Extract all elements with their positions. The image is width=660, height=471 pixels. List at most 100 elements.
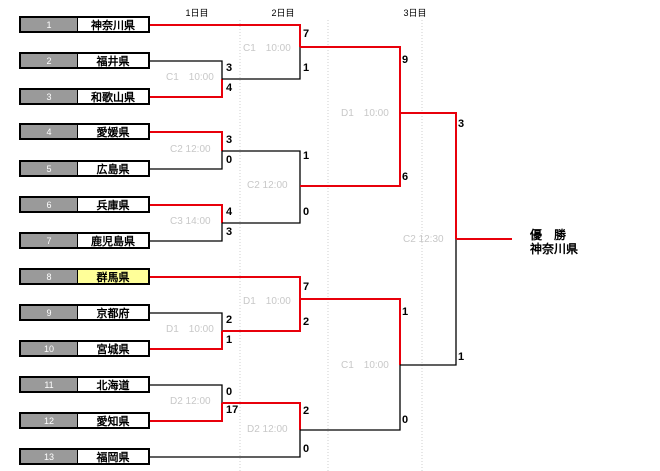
line-team6 [150, 204, 223, 223]
score-r1a-top: 3 [226, 62, 233, 74]
line-team4 [150, 131, 223, 151]
line-qf4-winner [300, 365, 401, 431]
line-r1a-winner [222, 47, 301, 80]
day2-header: 2日目 [271, 8, 295, 18]
line-team13 [150, 430, 301, 458]
line-team10 [150, 331, 223, 350]
score-sf2-bottom: 0 [402, 414, 409, 426]
score-r1d-top: 2 [226, 314, 233, 326]
team-box-9: 9 京都府 [19, 304, 150, 321]
match-slot-sf2: C1 10:00 [341, 360, 389, 371]
team-seed: 4 [21, 125, 78, 138]
line-team9 [150, 312, 223, 331]
match-slot-qf1: C1 10:00 [243, 43, 291, 54]
line-team12 [150, 403, 223, 422]
team-box-13: 13 福岡県 [19, 448, 150, 465]
line-team7 [150, 223, 223, 242]
team-name: 鹿児島県 [91, 235, 135, 248]
team-name: 愛知県 [96, 415, 130, 428]
team-box-11: 11 北海道 [19, 376, 150, 393]
team-seed: 11 [21, 378, 78, 391]
team-box-3: 3 和歌山県 [19, 88, 150, 105]
team-name: 北海道 [96, 379, 130, 392]
team-box-10: 10 宮城県 [19, 340, 150, 357]
score-r1e-top: 0 [226, 386, 233, 398]
score-qf3-bottom: 2 [303, 316, 310, 328]
champion-name: 神奈川県 [530, 242, 579, 256]
team-seed: 7 [21, 234, 78, 247]
score-qf1-bottom: 1 [303, 62, 310, 74]
team-name: 京都府 [96, 307, 130, 320]
score-final-bottom: 1 [458, 351, 465, 363]
team-seed: 9 [21, 306, 78, 319]
match-slot-r1b: C2 12:00 [170, 144, 211, 155]
score-final-top: 3 [458, 118, 465, 130]
team-box-7: 7 鹿児島県 [19, 232, 150, 249]
match-slot-r1e: D2 12:00 [170, 396, 211, 407]
match-slot-qf2: C2 12:00 [247, 180, 288, 191]
score-r1b-top: 3 [226, 134, 233, 146]
score-qf4-bottom: 0 [303, 443, 310, 455]
line-r1c-winner [222, 186, 301, 224]
team-seed: 1 [21, 18, 78, 31]
match-slot-final: C2 12:30 [403, 234, 444, 245]
line-team2 [150, 60, 223, 79]
score-sf1-bottom: 6 [402, 171, 409, 183]
team-name: 福岡県 [96, 451, 130, 464]
match-slot-r1c: C3 14:00 [170, 216, 211, 227]
champion-title: 優 勝 [530, 228, 567, 242]
line-qf3-winner [300, 298, 401, 365]
team-name: 福井県 [96, 55, 130, 68]
line-qf2-winner [300, 113, 401, 187]
score-r1a-bottom: 4 [226, 82, 233, 94]
match-slot-sf1: D1 10:00 [341, 108, 389, 119]
score-r1c-bottom: 3 [226, 226, 233, 238]
team-name: 愛媛県 [96, 126, 130, 139]
score-r1b-bottom: 0 [226, 154, 233, 166]
team-seed: 5 [21, 162, 78, 175]
score-sf2-top: 1 [402, 306, 409, 318]
line-sf2-winner [400, 239, 457, 366]
line-sf1-winner [400, 112, 457, 239]
line-team11 [150, 384, 223, 403]
team-name: 群馬県 [78, 270, 148, 284]
team-seed: 13 [21, 450, 78, 463]
team-box-5: 5 広島県 [19, 160, 150, 177]
team-box-12: 12 愛知県 [19, 412, 150, 429]
match-slot-r1a: C1 10:00 [166, 72, 214, 83]
team-name: 広島県 [96, 163, 130, 176]
team-box-4: 4 愛媛県 [19, 123, 150, 140]
team-seed: 3 [21, 90, 78, 103]
team-seed: 10 [21, 342, 78, 355]
team-name: 宮城県 [96, 343, 130, 356]
match-slot-qf4: D2 12:00 [247, 424, 288, 435]
line-team3 [150, 79, 223, 98]
score-r1c-top: 4 [226, 206, 233, 218]
team-seed: 8 [21, 270, 78, 283]
line-r1b-winner [222, 150, 301, 186]
score-qf2-top: 1 [303, 150, 310, 162]
line-qf1-winner [300, 46, 401, 113]
team-name: 和歌山県 [91, 91, 135, 104]
match-slot-r1d: D1 10:00 [166, 324, 214, 335]
score-qf2-bottom: 0 [303, 206, 310, 218]
line-team1 [150, 24, 301, 47]
match-slot-qf3: D1 10:00 [243, 296, 291, 307]
score-qf3-top: 7 [303, 281, 310, 293]
score-sf1-top: 9 [402, 54, 409, 66]
score-r1e-bottom: 17 [226, 404, 239, 416]
score-qf1-top: 7 [303, 28, 310, 40]
line-team5 [150, 151, 223, 170]
team-seed: 12 [21, 414, 78, 427]
line-r1e-winner [222, 402, 301, 430]
line-r1d-winner [222, 299, 301, 332]
line-team8 [150, 276, 301, 299]
score-qf4-top: 2 [303, 405, 310, 417]
day3-header: 3日目 [403, 8, 427, 18]
score-r1d-bottom: 1 [226, 334, 233, 346]
